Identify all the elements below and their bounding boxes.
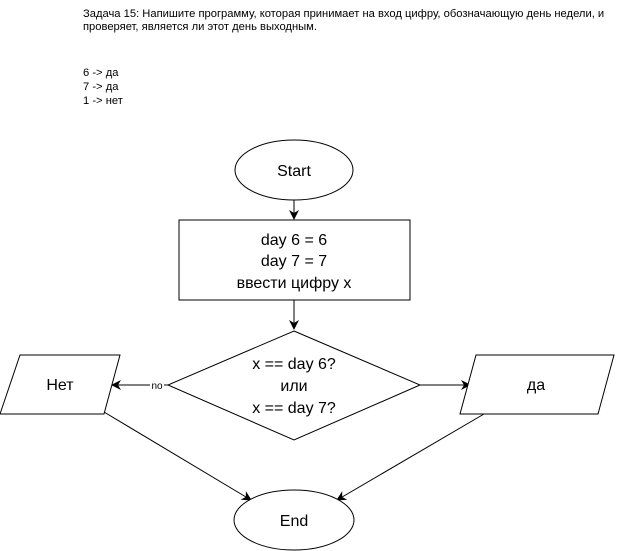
process-box — [178, 219, 411, 301]
connector-yes-to-end — [336, 413, 485, 501]
process-line: day 6 = 6 — [261, 232, 327, 249]
example-line: 1 -> нет — [83, 95, 123, 107]
start-label: Start — [277, 163, 311, 180]
end-label: End — [280, 513, 308, 530]
connector-no-to-end — [103, 411, 252, 501]
process-line: day 7 = 7 — [261, 253, 327, 270]
output-yes-parallelogram — [459, 354, 615, 415]
no-label-bg — [150, 379, 164, 390]
output-yes-label: да — [527, 377, 545, 394]
output-no-label: Нет — [46, 377, 74, 394]
example-line: 6 -> да — [83, 67, 119, 79]
decision-line: x == day 6? — [252, 356, 336, 373]
start-terminator — [234, 139, 354, 201]
end-terminator — [233, 489, 355, 551]
example-line: 7 -> да — [83, 81, 119, 93]
output-no-parallelogram — [0, 354, 121, 415]
no-label: no — [151, 381, 163, 392]
examples-list: 6 -> да 7 -> да 1 -> нет — [83, 66, 123, 108]
decision-line: x == day 7? — [252, 400, 336, 417]
decision-line: или — [280, 378, 307, 395]
process-line: ввести цифру x — [237, 275, 352, 292]
task-description: Задача 15: Напишите программу, которая п… — [83, 8, 605, 33]
decision-diamond — [166, 330, 422, 441]
